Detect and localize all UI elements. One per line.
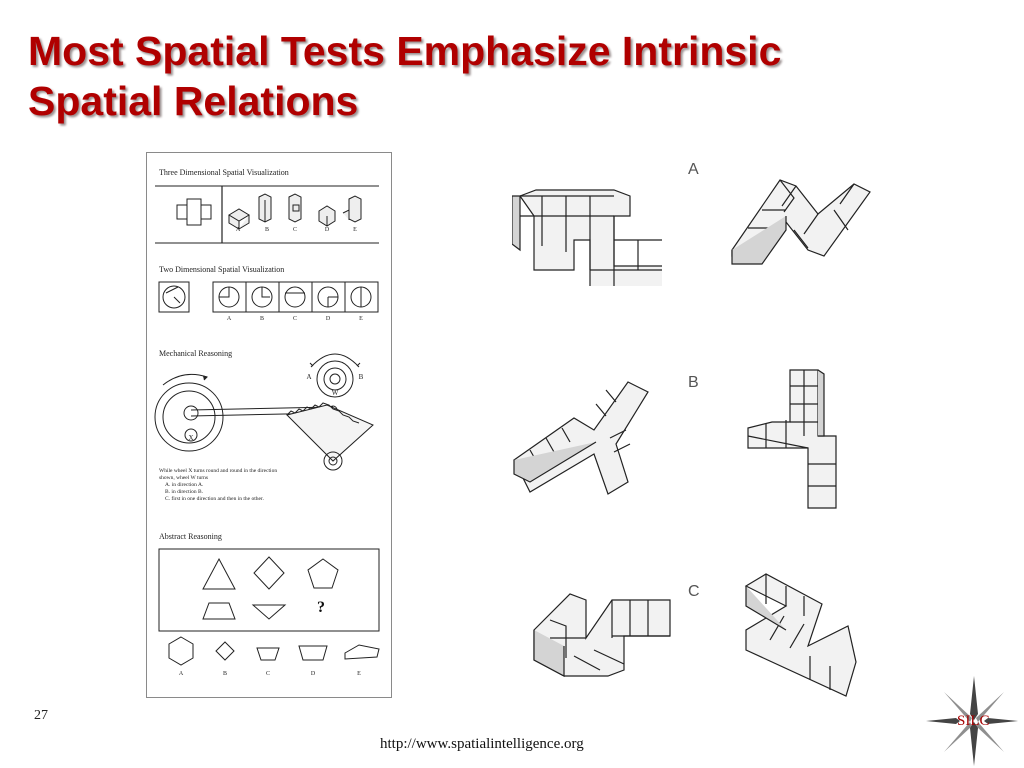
option-label: B bbox=[259, 316, 264, 322]
question-mark: ? bbox=[317, 599, 325, 616]
section-3d-visualization: Three Dimensional Spatial Visualization bbox=[159, 168, 289, 177]
cube-figure-c-left bbox=[533, 593, 671, 677]
silc-logo-text: SILC bbox=[957, 713, 990, 729]
abstract-shapes bbox=[168, 556, 380, 666]
option-label: E bbox=[357, 671, 361, 677]
option-label: C bbox=[265, 671, 270, 677]
mechanical-question-line: While wheel X turns round and round in t… bbox=[159, 468, 278, 474]
two-d-option-boxes bbox=[158, 281, 379, 313]
cube-figure-b-left bbox=[513, 381, 649, 495]
wheel-w-label: W bbox=[331, 389, 339, 397]
slide-number: 27 bbox=[34, 708, 48, 723]
mechanical-diagram bbox=[154, 353, 374, 471]
section-abstract-reasoning: Abstract Reasoning bbox=[159, 532, 222, 541]
figure-label-c: C bbox=[688, 583, 700, 600]
option-label: E bbox=[353, 227, 357, 233]
test-illustration bbox=[154, 185, 380, 666]
cube-figure-b-right bbox=[747, 369, 837, 509]
footer-url: http://www.spatialintelligence.org bbox=[380, 736, 584, 752]
option-label: B bbox=[264, 227, 269, 233]
mechanical-question-line: shown, wheel W turns bbox=[159, 475, 208, 481]
option-label: D bbox=[325, 316, 331, 322]
silc-compass-logo-icon bbox=[926, 676, 1018, 766]
direction-a-label: A bbox=[306, 373, 312, 381]
spatial-test-panel: Three Dimensional Spatial Visualization … bbox=[146, 152, 392, 698]
option-label: A bbox=[235, 227, 241, 233]
option-label: E bbox=[359, 316, 363, 322]
mechanical-answer-b: B. in direction B. bbox=[165, 489, 204, 495]
section-mechanical-reasoning: Mechanical Reasoning bbox=[159, 349, 233, 358]
option-label: D bbox=[310, 671, 316, 677]
cube-figure-a-right bbox=[731, 179, 871, 265]
option-label: C bbox=[292, 316, 297, 322]
direction-b-label: B bbox=[358, 373, 364, 381]
three-d-option-shapes bbox=[228, 193, 362, 230]
title-line-2: Spatial Relations bbox=[28, 78, 359, 124]
wheel-x-label: X bbox=[188, 434, 194, 442]
option-label: D bbox=[324, 227, 330, 233]
cube-figure-c-right bbox=[744, 573, 857, 697]
figure-label-a: A bbox=[688, 161, 699, 178]
option-label: A bbox=[226, 316, 232, 322]
mechanical-answer-c: C. first in one direction and then in th… bbox=[165, 496, 264, 502]
abstract-box bbox=[158, 548, 380, 632]
figure-label-b: B bbox=[688, 374, 699, 391]
option-label: A bbox=[178, 671, 184, 677]
title-line-1: Most Spatial Tests Emphasize Intrinsic bbox=[28, 28, 782, 74]
section-2d-visualization: Two Dimensional Spatial Visualization bbox=[159, 265, 285, 274]
option-label: B bbox=[222, 671, 227, 677]
mechanical-answer-a: A. in direction A. bbox=[165, 482, 204, 488]
slide-title: Most Spatial Tests Emphasize Intrinsic S… bbox=[28, 26, 1008, 126]
cube-figure-a-left bbox=[512, 189, 662, 286]
option-label: C bbox=[292, 227, 297, 233]
